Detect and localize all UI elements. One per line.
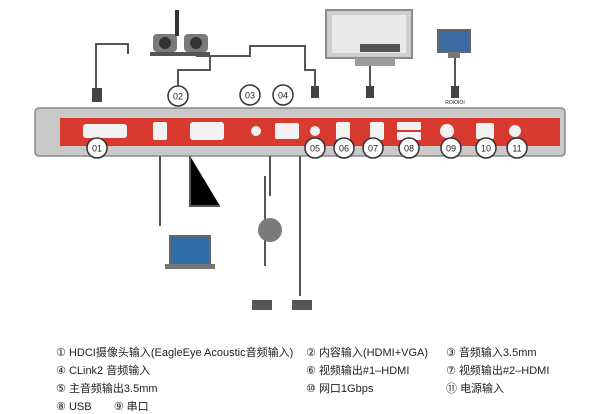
camera-pair-icon — [150, 10, 210, 56]
port-badge: 11 — [506, 137, 528, 159]
port-badge-label: 06 — [339, 144, 349, 154]
port-badge: 05 — [304, 137, 326, 159]
port-badge-circle — [304, 137, 326, 159]
legend-item: ⑧ USB ⑨ 串口 — [56, 401, 149, 413]
bottom-peripherals — [159, 156, 312, 310]
audio-in-port — [251, 126, 261, 136]
mic-pod-right-icon — [292, 300, 312, 310]
port-badge-label: 04 — [278, 91, 288, 101]
legend-item: ⑩ 网口1Gbps — [306, 383, 374, 395]
power-port — [509, 125, 521, 137]
port-badge: 04 — [272, 84, 294, 106]
port-badge: 09 — [440, 137, 462, 159]
port-number-badges: 01 02 03 04 05 06 07 08 09 10 11 — [86, 84, 528, 159]
legend-item: ② 内容输入(HDMI+VGA) — [306, 347, 429, 359]
port-badge-circle — [333, 137, 355, 159]
port-badge-circle — [506, 137, 528, 159]
top-devices: ROIOIOI — [92, 9, 471, 106]
legend-item: ③ 音频输入3.5mm — [446, 347, 537, 359]
hdmi-out-1-port — [336, 122, 350, 140]
hdmi-out-2-port — [370, 122, 384, 140]
legend-item: ⑦ 视频输出#2–HDMI — [446, 365, 550, 377]
port-badge-circle — [167, 85, 189, 107]
serial-port — [440, 124, 454, 138]
serial-label: ROIOIOI — [445, 100, 464, 106]
connection-diagram: ROIOIOI — [34, 9, 566, 310]
port-badge-label: 11 — [512, 144, 521, 154]
port-badge-circle — [475, 137, 497, 159]
port-badge-circle — [272, 84, 294, 106]
audio-out-port — [310, 126, 320, 136]
port-badge-circle — [86, 137, 108, 159]
monitor-icon — [325, 9, 413, 66]
port-badge-label: 07 — [368, 144, 378, 154]
port-badge: 02 — [167, 85, 189, 107]
port-badge: 06 — [333, 137, 355, 159]
port-badge-label: 01 — [92, 144, 102, 154]
port-badge-label: 08 — [404, 144, 414, 154]
laptop-icon — [169, 235, 211, 265]
usb-ports — [397, 122, 421, 140]
port-badge: 07 — [362, 137, 384, 159]
port-badge: 01 — [86, 137, 108, 159]
content-input-ports — [153, 122, 224, 140]
touch-display-icon — [437, 29, 471, 58]
legend-item: ⑪ 电源输入 — [446, 383, 505, 395]
legend-item: ① HDCI摄像头输入(EagleEye Acoustic音频输入) — [56, 347, 294, 359]
mic-pod-left-icon — [252, 300, 272, 310]
port-badge-label: 02 — [173, 92, 183, 102]
legend-item: ④ CLink2 音频输入 — [56, 365, 151, 377]
port-badge-circle — [398, 137, 420, 159]
port-badge-label: 09 — [446, 144, 456, 154]
port-badge-label: 10 — [481, 144, 491, 154]
port-badge-label: 05 — [310, 144, 320, 154]
port-badge-circle — [362, 137, 384, 159]
port-badge-label: 03 — [245, 91, 255, 101]
ethernet-port — [476, 123, 494, 139]
port-badge: 08 — [398, 137, 420, 159]
port-badge: 03 — [239, 84, 261, 106]
legend-item: ⑤ 主音频输出3.5mm — [56, 383, 158, 395]
hdci-port — [83, 124, 127, 138]
port-badge-circle — [239, 84, 261, 106]
port-badge-circle — [440, 137, 462, 159]
port-badge: 10 — [475, 137, 497, 159]
legend-item: ⑥ 视频输出#1–HDMI — [306, 365, 410, 377]
phone-mic-icon — [258, 218, 282, 242]
clink2-port — [275, 123, 299, 139]
